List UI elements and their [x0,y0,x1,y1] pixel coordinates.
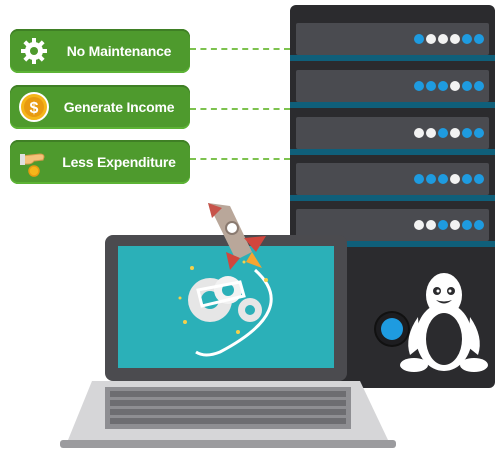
gear-icon [21,38,47,64]
server-bay [296,163,489,195]
connector-line [190,158,290,160]
server-led [462,34,472,44]
hand-coin-icon [20,153,45,177]
feature-no-maintenance: No Maintenance [10,29,190,73]
server-led [438,220,448,230]
server-bay-stripe [290,195,495,201]
server-led [438,174,448,184]
server-led [474,128,484,138]
svg-text:$: $ [30,100,39,117]
server-led [450,174,460,184]
server-bay [296,23,489,55]
server-tower [290,5,495,388]
connector-line [190,48,290,50]
server-led [474,34,484,44]
sparkle-dots [178,260,268,334]
server-led [438,34,448,44]
server-bay [296,117,489,149]
keyboard-keys [110,391,346,424]
server-led [426,220,436,230]
server-led [414,220,424,230]
dollar-coin-icon: $ [19,92,49,122]
laptop-edge [60,440,396,448]
server-bay-stripe [290,149,495,155]
feature-label: Generate Income [63,99,175,115]
orbit-curve [195,268,273,357]
feature-less-expenditure: Less Expenditure [10,140,190,184]
server-led [462,128,472,138]
server-led [450,81,460,91]
server-led [474,81,484,91]
feature-label: Less Expenditure [62,154,176,170]
server-led [426,34,436,44]
server-led [462,174,472,184]
feature-generate-income: $ Generate Income [10,85,190,129]
server-led [462,81,472,91]
server-led [450,220,460,230]
rocket-icon [208,203,266,270]
gears-icon [188,276,262,322]
server-led [414,128,424,138]
server-led [426,174,436,184]
server-led [414,81,424,91]
server-led [414,34,424,44]
server-led [426,128,436,138]
server-led [462,220,472,230]
server-bay-stripe [290,241,495,247]
server-led [426,81,436,91]
server-led [450,128,460,138]
server-bay [296,70,489,102]
feature-label: No Maintenance [66,43,172,59]
server-led [474,174,484,184]
server-bay-stripe [290,102,495,108]
server-led [450,34,460,44]
server-led [414,174,424,184]
server-led [474,220,484,230]
server-led [438,128,448,138]
server-bay-stripe [290,55,495,61]
connector-line [190,108,290,110]
server-led [438,81,448,91]
linux-penguin-icon [400,273,488,372]
power-button[interactable] [376,313,408,345]
